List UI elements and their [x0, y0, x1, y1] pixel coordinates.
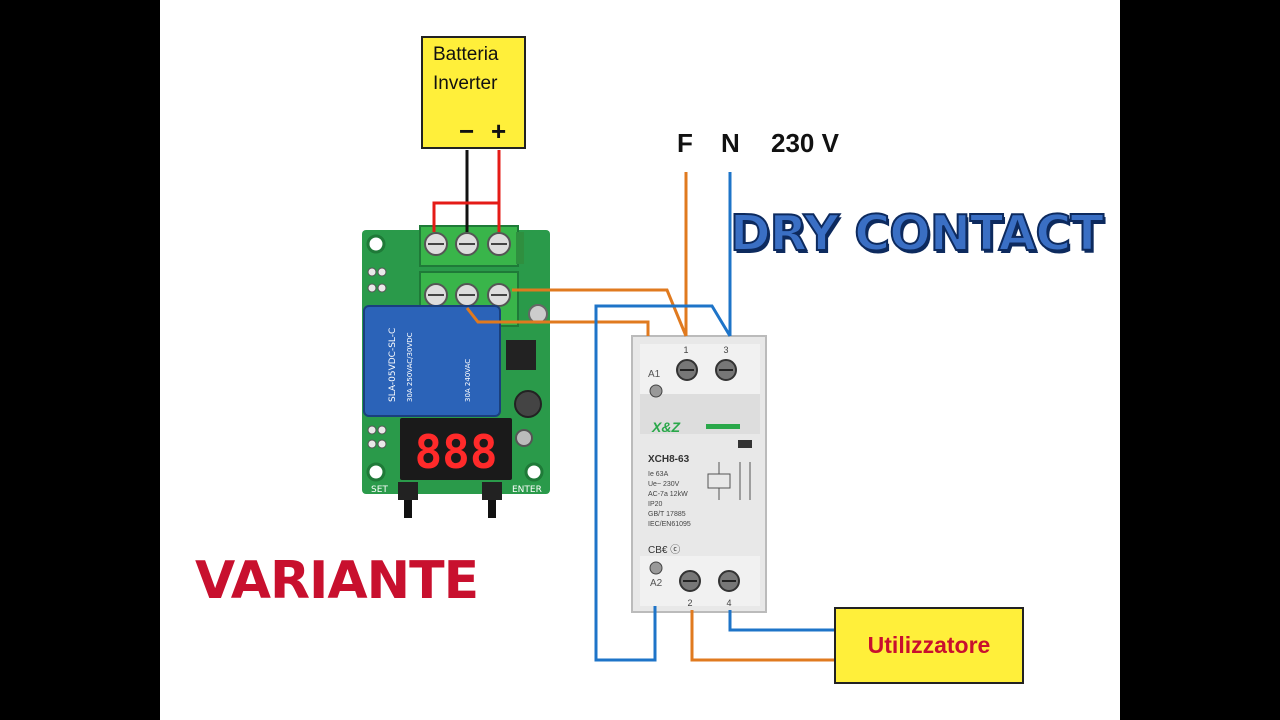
contactor-brand: X&Z	[651, 419, 680, 435]
capacitor-icon	[514, 390, 542, 418]
battery-label: Batteria Inverter	[433, 44, 499, 94]
terminal-screw-icon	[424, 283, 511, 307]
relay-rating-text: 30A 240VAC	[464, 359, 472, 402]
mounting-hole-icon	[366, 462, 386, 482]
terminal-4-label: 4	[726, 598, 731, 608]
certification-marks: CB€ ⓒ	[648, 544, 680, 556]
battery-inverter-box: Batteria Inverter − +	[421, 36, 526, 149]
mains-wires	[465, 172, 836, 662]
phase-label: F	[677, 128, 693, 158]
relay-rating-text: 30A 250VAC/30VDC	[406, 332, 414, 402]
terminal-2-label: 2	[687, 598, 692, 608]
load-phase-wire	[690, 610, 836, 662]
capacitor-icon	[528, 304, 548, 324]
variant-label: VARIANTE	[195, 551, 479, 611]
coil-neutral-wire	[594, 304, 732, 662]
a2-label: A2	[650, 578, 663, 589]
relay-module: SLA-05VDC-SL-C 30A 250VAC/30VDC 30A 240V…	[362, 225, 550, 518]
ic-chip	[506, 340, 536, 370]
spec-line: AC-7a 12kW	[648, 491, 688, 498]
load-neutral-wire	[728, 610, 836, 632]
spec-line: GB/T 17885	[648, 511, 686, 518]
relay-com-wire	[512, 288, 688, 337]
contactor: 1 3 2 4 A1 A2 X&Z XCH8-63 Ie 63A Ue~ 230…	[631, 335, 767, 613]
battery-minus-terminal: −	[459, 116, 475, 146]
spec-line: IP20	[648, 501, 663, 508]
terminal-screw-icon	[424, 232, 511, 256]
buzzer-icon	[515, 429, 533, 447]
terminal-3-label: 3	[723, 345, 728, 355]
load-box: Utilizzatore	[834, 607, 1024, 684]
terminal-screw-icon	[649, 359, 740, 592]
spec-line: Ie 63A	[648, 471, 669, 478]
relay-no-wire	[465, 307, 650, 336]
voltage-label: 230 V	[771, 128, 839, 158]
load-label: Utilizzatore	[867, 632, 991, 658]
contactor-specs: Ie 63A Ue~ 230V AC-7a 12kW IP20 GB/T 178…	[648, 471, 691, 528]
mounting-hole-icon	[524, 462, 544, 482]
relay-model-text: SLA-05VDC-SL-C	[388, 328, 398, 402]
relay-component: SLA-05VDC-SL-C 30A 250VAC/30VDC 30A 240V…	[363, 305, 501, 417]
battery-plus-terminal: +	[491, 116, 507, 146]
battery-wires	[432, 150, 501, 232]
segment-display	[400, 418, 512, 480]
contact-schematic-icon	[707, 462, 751, 500]
spec-line: IEC/EN61095	[648, 521, 691, 528]
set-button[interactable]	[398, 482, 418, 500]
mounting-hole-icon	[366, 234, 386, 254]
contactor-model: XCH8-63	[648, 454, 690, 465]
indicator-window	[738, 440, 752, 448]
terminal-1-label: 1	[683, 345, 688, 355]
a1-label: A1	[648, 369, 661, 380]
enter-label: ENTER	[512, 485, 542, 495]
set-label: SET	[371, 485, 388, 495]
dry-contact-heading: DRY CONTACT	[729, 204, 1105, 263]
enter-button[interactable]	[482, 482, 502, 500]
jumper-wire	[432, 201, 499, 232]
display-digits: 888	[414, 425, 497, 479]
spec-line: Ue~ 230V	[648, 481, 680, 488]
neutral-label: N	[721, 128, 740, 158]
